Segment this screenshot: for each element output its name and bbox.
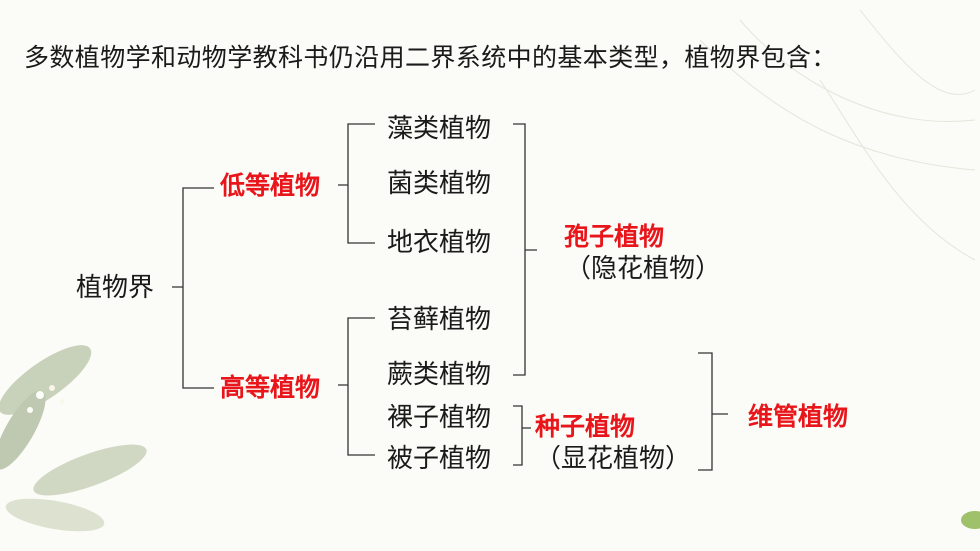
vascular-plants-label: 维管植物 bbox=[748, 402, 849, 431]
higher-child-gymnosperms: 裸子植物 bbox=[387, 403, 492, 433]
higher-child-angiosperms: 被子植物 bbox=[387, 444, 492, 474]
seed-bracket bbox=[513, 405, 531, 466]
lower-child-lichens: 地衣植物 bbox=[387, 228, 492, 258]
root-bracket bbox=[172, 187, 214, 389]
spore-plants-alt: （隐花植物） bbox=[565, 254, 722, 284]
root-node-plant-kingdom: 植物界 bbox=[76, 273, 155, 303]
lower-child-algae: 藻类植物 bbox=[387, 114, 492, 144]
lower-child-fungi: 菌类植物 bbox=[387, 169, 492, 199]
lower-bracket bbox=[338, 123, 375, 244]
vascular-bracket bbox=[698, 352, 728, 471]
higher-bracket bbox=[338, 317, 375, 456]
page-title: 多数植物学和动物学教科书仍沿用二界系统中的基本类型，植物界包含： bbox=[24, 43, 837, 72]
spore-bracket bbox=[513, 123, 537, 376]
lower-plants-label: 低等植物 bbox=[220, 171, 321, 200]
seed-plants-label: 种子植物 bbox=[535, 412, 636, 441]
spore-plants-label: 孢子植物 bbox=[564, 222, 665, 251]
higher-plants-label: 高等植物 bbox=[220, 373, 321, 402]
higher-child-bryophytes: 苔藓植物 bbox=[387, 305, 492, 335]
seed-plants-alt: （显花植物） bbox=[535, 444, 692, 474]
higher-child-ferns: 蕨类植物 bbox=[387, 360, 492, 390]
